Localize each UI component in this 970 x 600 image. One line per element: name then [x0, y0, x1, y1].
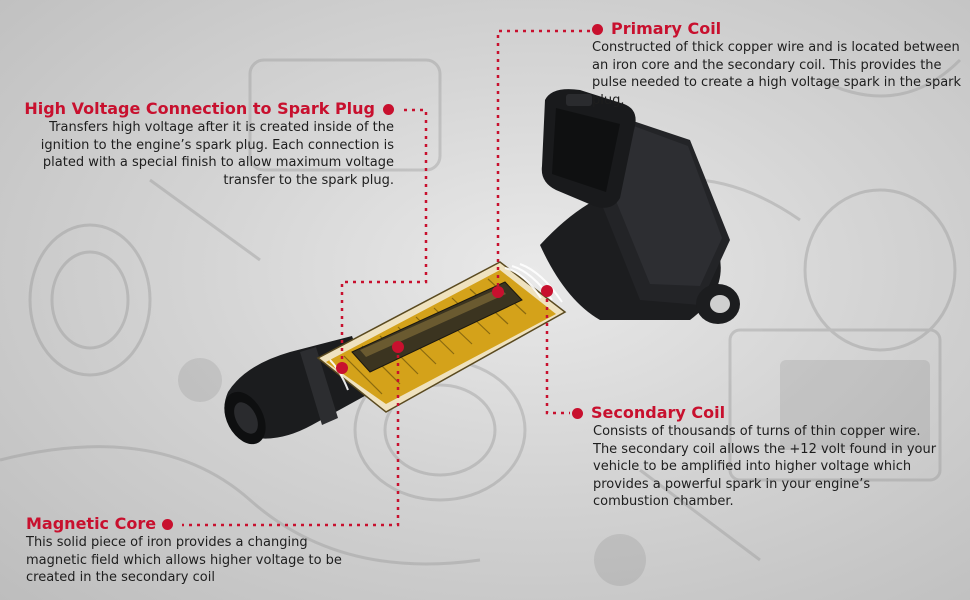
primary-coil-title-row: Primary Coil	[592, 19, 964, 39]
primary-coil-description: Constructed of thick copper wire and is …	[592, 40, 962, 108]
magnetic-core-leader	[182, 347, 400, 527]
high-voltage-title: High Voltage Connection to Spark Plug	[24, 99, 375, 118]
magnetic-core-description: This solid piece of iron provides a chan…	[26, 535, 342, 585]
cutaway-tube	[316, 261, 567, 413]
magnetic-core-title: Magnetic Core	[26, 514, 157, 533]
secondary-coil-leader	[545, 291, 570, 415]
red-dot-icon	[592, 24, 603, 35]
red-dot-icon	[162, 519, 174, 530]
secondary-coil-title: Secondary Coil	[591, 403, 726, 422]
secondary-coil-title-row: Secondary Coil	[572, 403, 947, 423]
red-dot-icon	[572, 408, 583, 419]
magnetic-core-title-row: Magnetic Core	[26, 514, 366, 534]
primary-coil-callout: Primary Coil Constructed of thick copper…	[592, 19, 964, 109]
coil-housing	[540, 89, 740, 324]
red-dot-icon	[383, 104, 394, 115]
primary-coil-leader	[496, 29, 590, 292]
secondary-coil-callout: Secondary Coil Consists of thousands of …	[572, 403, 947, 511]
high-voltage-leader	[340, 108, 428, 368]
high-voltage-callout: High Voltage Connection to Spark Plug Tr…	[16, 99, 394, 189]
magnetic-core-callout: Magnetic Core This solid piece of iron p…	[26, 514, 366, 587]
high-voltage-description: Transfers high voltage after it is creat…	[40, 120, 394, 188]
high-voltage-title-row: High Voltage Connection to Spark Plug	[16, 99, 394, 119]
primary-coil-title: Primary Coil	[611, 19, 722, 38]
secondary-coil-description: Consists of thousands of turns of thin c…	[593, 424, 937, 509]
magnetic-core-marker-icon	[336, 362, 348, 374]
